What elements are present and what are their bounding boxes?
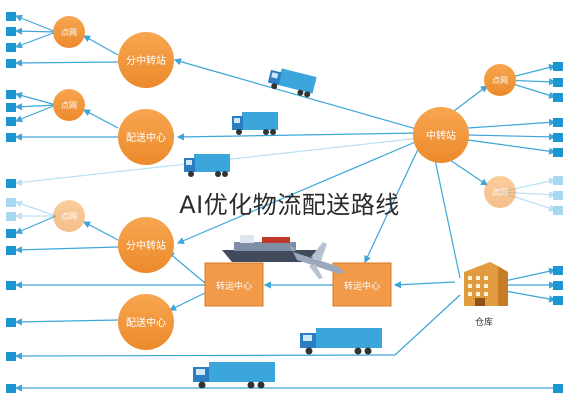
transfer-hub-left: 转运中心 — [204, 262, 264, 307]
destination-square — [6, 12, 16, 21]
destination-square — [6, 212, 16, 221]
destination-square — [553, 266, 563, 275]
dist-center-label: 配送中心 — [126, 316, 166, 329]
destination-square — [6, 59, 16, 68]
mid-hub-label: 中转站 — [426, 129, 456, 142]
destination-square — [553, 384, 563, 393]
transfer-hub-right: 转运中心 — [332, 262, 392, 307]
destination-square — [6, 246, 16, 255]
net-point-node: 点网 — [53, 89, 85, 121]
branch-center-label: 分中转站 — [126, 54, 166, 67]
hub-boxes: 转运中心 转运中心 — [204, 262, 392, 307]
dist-center-label: 配送中心 — [126, 131, 166, 144]
truck-icon — [232, 112, 278, 135]
circle-nodes: 点网 点网 点网 分中转站 配送中心 分中转站 配送中心 — [53, 16, 516, 350]
truck-icon — [267, 68, 317, 98]
destination-square — [553, 296, 563, 305]
net-point-node: 点网 — [484, 64, 516, 96]
branch-center-node: 分中转站 — [118, 217, 174, 273]
truck-icon — [184, 154, 230, 177]
net-point-node: 点网 — [484, 176, 516, 208]
mid-hub-node: 中转站 — [413, 107, 469, 163]
destination-square — [6, 384, 16, 393]
branch-center-label: 分中转站 — [126, 239, 166, 252]
destination-square — [553, 206, 563, 215]
hub-box-label: 转运中心 — [216, 280, 252, 292]
destination-points — [6, 12, 563, 393]
destination-square — [553, 133, 563, 142]
connection-lines — [14, 14, 557, 392]
destination-square — [6, 103, 16, 112]
destination-square — [6, 90, 16, 99]
destination-square — [553, 78, 563, 87]
net-point-label: 点网 — [61, 28, 77, 37]
plane-icon — [289, 242, 345, 279]
net-point-label: 点网 — [492, 188, 508, 197]
branch-center-node: 分中转站 — [118, 32, 174, 88]
destination-square — [6, 27, 16, 36]
warehouse-icon — [464, 262, 508, 306]
destination-square — [6, 117, 16, 126]
destination-square — [6, 43, 16, 52]
destination-square — [553, 191, 563, 200]
net-point-label: 点网 — [61, 101, 77, 110]
destination-square — [6, 179, 16, 188]
dist-center-node: 配送中心 — [118, 109, 174, 165]
destination-square — [553, 118, 563, 127]
net-point-label: 点网 — [61, 212, 77, 221]
destination-square — [6, 229, 16, 238]
destination-square — [553, 176, 563, 185]
destination-square — [6, 318, 16, 327]
destination-square — [6, 198, 16, 207]
net-point-label: 点网 — [492, 76, 508, 85]
dist-center-node: 配送中心 — [118, 294, 174, 350]
destination-square — [6, 281, 16, 290]
hub-box-label: 转运中心 — [344, 280, 380, 292]
net-point-node: 点网 — [53, 200, 85, 232]
destination-square — [553, 148, 563, 157]
warehouse-label: 仓库 — [475, 316, 493, 328]
net-point-node: 点网 — [53, 16, 85, 48]
destination-square — [553, 281, 563, 290]
destination-square — [6, 133, 16, 142]
destination-square — [6, 352, 16, 361]
truck-icon — [193, 362, 275, 389]
destination-square — [553, 62, 563, 71]
destination-square — [553, 93, 563, 102]
diagram-caption: AI优化物流配送路线 — [179, 191, 400, 219]
truck-icon — [300, 328, 382, 355]
